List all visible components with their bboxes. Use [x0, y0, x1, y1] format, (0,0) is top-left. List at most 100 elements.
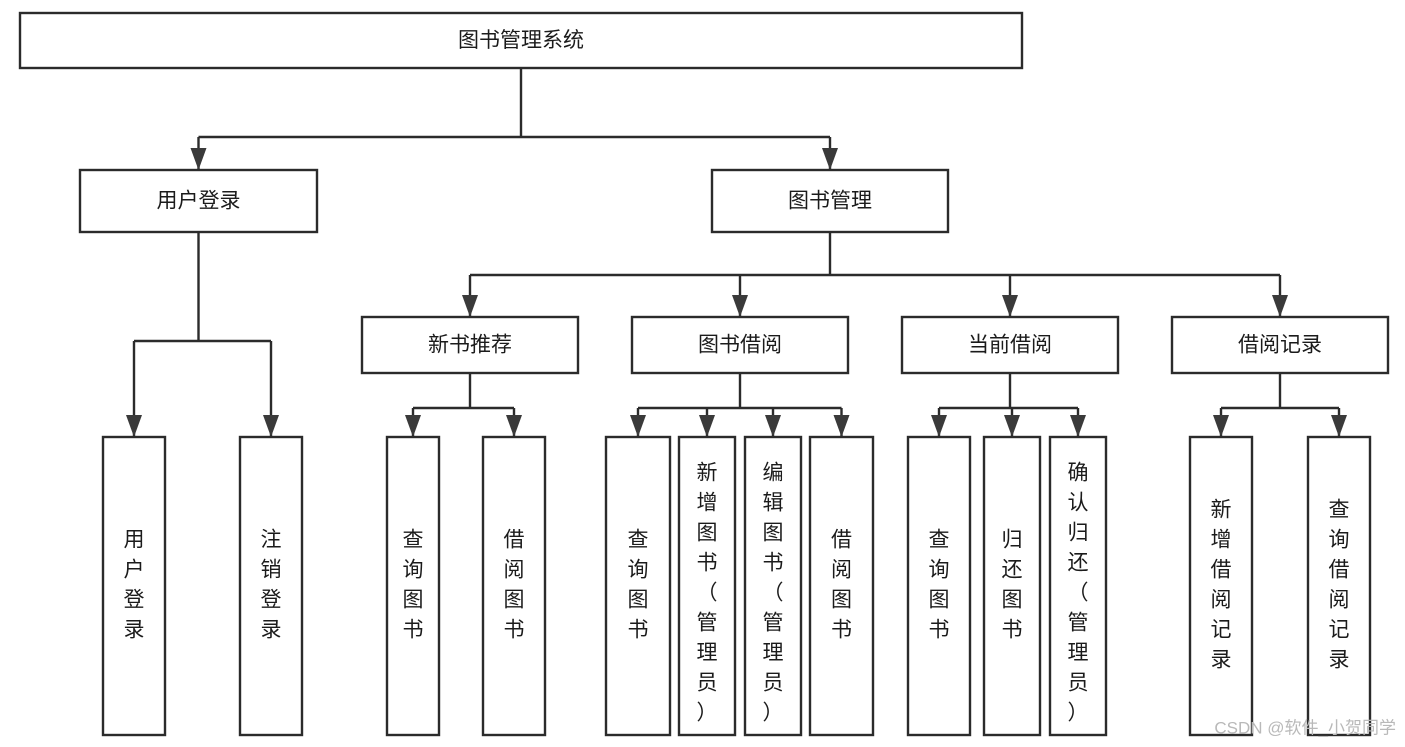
node-label-char: 图	[831, 589, 852, 612]
node-label-char: 书	[831, 619, 852, 642]
node-label-char: （	[697, 582, 718, 605]
node-new-book-recommend[interactable]: 新书推荐	[360, 315, 580, 375]
arrow-head-icon	[1213, 415, 1229, 437]
node-box-book-borrow	[630, 315, 850, 375]
node-label-char: 新	[697, 462, 718, 485]
node-box-root	[18, 11, 1024, 70]
arrow-head-icon	[822, 148, 838, 170]
node-user-login[interactable]: 用户登录	[78, 168, 319, 234]
node-box-leaf-borrow-book-rec	[481, 435, 547, 737]
node-label-char: ）	[1068, 702, 1089, 725]
node-label-char: 图	[929, 589, 950, 612]
node-box-borrow-record	[1170, 315, 1390, 375]
arrow-head-icon	[1272, 295, 1288, 317]
node-label-char: 阅	[1329, 589, 1350, 612]
node-label-char: 记	[1211, 619, 1232, 642]
node-book-borrow[interactable]: 图书借阅	[630, 315, 850, 375]
node-label-char: 书	[628, 619, 649, 642]
arrow-head-icon	[931, 415, 947, 437]
node-label-char: 书	[929, 619, 950, 642]
node-label-char: 查	[1329, 499, 1350, 522]
arrow-head-icon	[506, 415, 522, 437]
node-label-char: 录	[261, 619, 282, 642]
node-label-char: 登	[261, 589, 282, 612]
node-label-char: 查	[403, 529, 424, 552]
node-label-char: 书	[763, 552, 784, 575]
node-label-char: 查	[929, 529, 950, 552]
node-label-char: 借	[831, 529, 852, 552]
node-box-leaf-borrow-book	[808, 435, 875, 737]
node-label-char: 还	[1068, 552, 1089, 575]
node-label-char: 增	[1211, 529, 1232, 552]
connector-lines	[126, 68, 1347, 437]
node-label-char: 录	[1329, 649, 1350, 672]
node-box-user-login	[78, 168, 319, 234]
arrow-head-icon	[732, 295, 748, 317]
node-label-char: 书	[1002, 619, 1023, 642]
node-label-char: 归	[1002, 529, 1023, 552]
node-label-char: 阅	[504, 559, 525, 582]
node-label-char: 查	[628, 529, 649, 552]
node-label-char: 新	[1211, 499, 1232, 522]
node-label-char: 增	[697, 492, 718, 515]
node-label-char: （	[1068, 582, 1089, 605]
node-box-leaf-add-borrow-record	[1188, 435, 1254, 737]
node-label-char: 图	[504, 589, 525, 612]
node-label-char: 理	[763, 642, 784, 665]
node-label-char: 理	[1068, 642, 1089, 665]
node-label-char: 销	[261, 559, 282, 582]
node-label-char: 图	[403, 589, 424, 612]
node-book-manage[interactable]: 图书管理	[710, 168, 950, 234]
node-label-char: 还	[1002, 559, 1023, 582]
node-box-leaf-user-logout	[238, 435, 304, 737]
node-current-borrow[interactable]: 当前借阅	[900, 315, 1120, 375]
node-label-char: 图	[697, 522, 718, 545]
node-label-char: 管	[763, 612, 784, 635]
node-label-char: 员	[1068, 672, 1089, 695]
node-box-leaf-confirm-return-admin	[1048, 435, 1108, 737]
node-label-char: （	[763, 582, 784, 605]
node-label-char: 图	[628, 589, 649, 612]
arrow-head-icon	[1002, 295, 1018, 317]
node-leaf-user-login[interactable]: 用户登录	[101, 435, 167, 737]
node-label-char: 用	[124, 529, 145, 552]
node-box-leaf-add-book-admin	[677, 435, 737, 737]
node-box-leaf-query-borrow-record	[1306, 435, 1372, 737]
node-label-new-book-recommend: 新书推荐	[428, 334, 512, 357]
node-label-char: 员	[697, 672, 718, 695]
node-root[interactable]: 图书管理系统	[18, 11, 1024, 70]
node-label-char: 询	[929, 559, 950, 582]
node-label-book-borrow: 图书借阅	[698, 334, 782, 357]
node-label-borrow-record: 借阅记录	[1238, 334, 1322, 357]
node-label-char: 询	[403, 559, 424, 582]
node-label-char: 借	[1329, 559, 1350, 582]
arrow-head-icon	[630, 415, 646, 437]
node-label-char: 阅	[1211, 589, 1232, 612]
node-borrow-record[interactable]: 借阅记录	[1170, 315, 1390, 375]
node-label-char: 书	[403, 619, 424, 642]
arrow-head-icon	[1004, 415, 1020, 437]
arrow-head-icon	[699, 415, 715, 437]
arrow-head-icon	[190, 148, 207, 170]
node-label-char: 员	[763, 672, 784, 695]
arrow-head-icon	[833, 415, 850, 437]
node-label-char: 询	[1329, 529, 1350, 552]
node-box-leaf-return-book	[982, 435, 1042, 737]
node-label-root: 图书管理系统	[458, 29, 584, 52]
node-label-char: 录	[1211, 649, 1232, 672]
node-box-current-borrow	[900, 315, 1120, 375]
node-label-char: 图	[763, 522, 784, 545]
